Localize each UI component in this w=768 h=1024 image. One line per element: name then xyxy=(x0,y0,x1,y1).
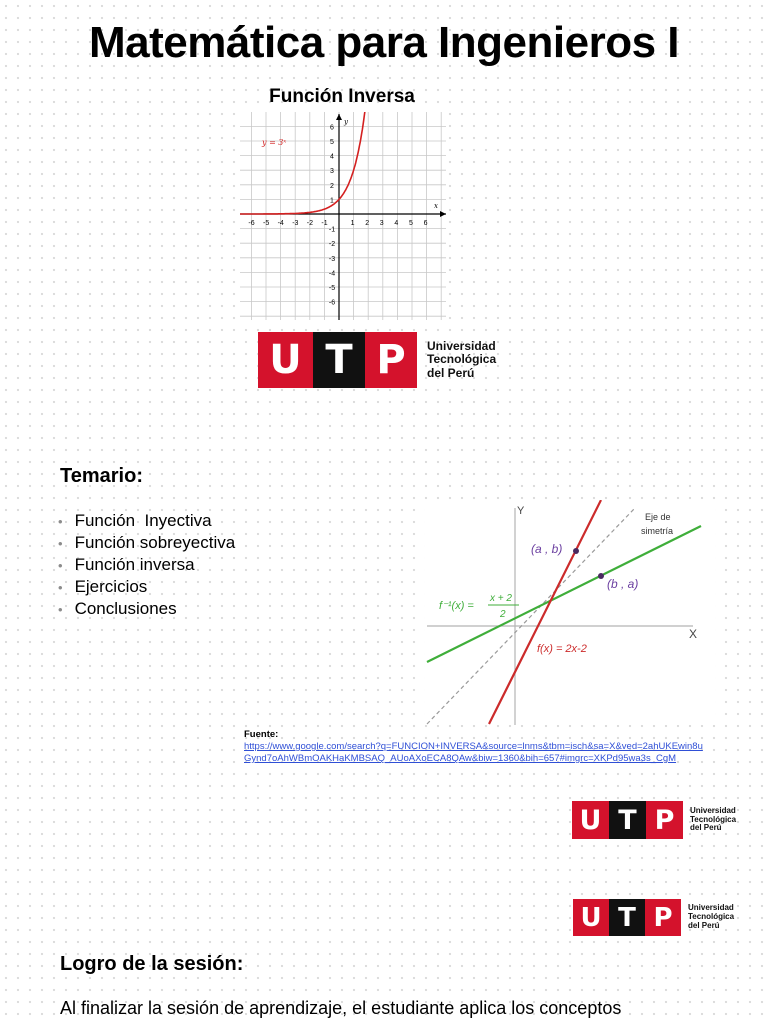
symmetry-label-line2: simetría xyxy=(641,526,673,536)
list-item: •Función sobreyectiva xyxy=(58,533,236,552)
inverse-function-diagram: Y X (a , b) (b , a) Eje de simetría f⁻¹(… xyxy=(425,500,715,725)
x-tick-label: -3 xyxy=(292,220,298,227)
list-item: •Función inversa xyxy=(58,555,195,574)
topic-list: •Función Inyectiva •Función sobreyectiva… xyxy=(58,510,235,620)
list-item: •Función Inyectiva xyxy=(58,511,212,530)
list-item: •Conclusiones xyxy=(58,599,177,618)
y-tick-label: -3 xyxy=(329,256,335,263)
x-tick-label: 3 xyxy=(380,220,384,227)
x-tick-label: 6 xyxy=(424,220,428,227)
y-tick-label: -4 xyxy=(329,270,335,277)
point-ba-marker xyxy=(598,573,604,579)
logo-letter-t: T xyxy=(609,899,645,936)
source-citation: Fuente: https://www.google.com/search?q=… xyxy=(244,729,724,765)
equation-label: y = 3ˣ xyxy=(261,138,286,147)
list-item: •Ejercicios xyxy=(58,577,148,596)
y-tick-label: 1 xyxy=(330,197,334,204)
source-link[interactable]: https://www.google.com/search?q=FUNCION+… xyxy=(244,741,703,752)
y-tick-label: -5 xyxy=(329,285,335,292)
point-ab-marker xyxy=(573,548,579,554)
y-tick-label: 2 xyxy=(330,183,334,190)
y-tick-label: -1 xyxy=(329,227,335,234)
logo-letter-u: U xyxy=(573,899,609,936)
y-tick-label: 5 xyxy=(330,139,334,146)
logo-letter-u: U xyxy=(572,801,609,839)
y-axis-label: Y xyxy=(517,505,525,517)
x-axis-label: X xyxy=(689,627,697,641)
symmetry-axis-line xyxy=(426,507,636,725)
x-axis-label: x xyxy=(434,202,438,210)
y-tick-label: -2 xyxy=(329,241,335,248)
x-tick-label: -4 xyxy=(278,220,284,227)
x-tick-label: 2 xyxy=(365,220,369,227)
source-label: Fuente: xyxy=(244,729,279,740)
symmetry-label: Eje de xyxy=(645,512,671,522)
y-tick-label: 4 xyxy=(330,154,334,161)
inverse-numerator: x + 2 xyxy=(489,593,512,604)
logo-letter-p: P xyxy=(646,801,683,839)
y-tick-label: -6 xyxy=(329,300,335,307)
logo-letter-p: P xyxy=(365,332,417,388)
x-tick-label: 5 xyxy=(409,220,413,227)
y-tick-label: 3 xyxy=(330,168,334,175)
point-ba-label: (b , a) xyxy=(607,577,638,591)
logo-letter-p: P xyxy=(645,899,681,936)
temario-heading: Temario: xyxy=(60,465,143,487)
logro-heading: Logro de la sesión: xyxy=(60,953,244,975)
y-axis-label: y xyxy=(343,118,349,126)
logro-text: Al finalizar la sesión de aprendizaje, e… xyxy=(60,998,622,1018)
inverse-function-label: f⁻¹(x) = xyxy=(439,600,474,612)
logo-letter-u: U xyxy=(258,332,313,388)
x-tick-label: -6 xyxy=(248,220,254,227)
x-tick-labels: -6 -5 -4 -3 -2 -1 1 2 3 4 5 6 xyxy=(248,220,427,227)
function-label: f(x) = 2x-2 xyxy=(537,643,587,655)
graph-title: Función Inversa xyxy=(269,86,415,107)
source-link-continued[interactable]: Gynd7oAhWBmOAKHaKMBSAQ_AUoAXoECA8QAw&biw… xyxy=(244,753,677,764)
x-tick-label: 4 xyxy=(394,220,398,227)
inverse-denominator: 2 xyxy=(499,609,506,620)
function-line xyxy=(488,500,602,725)
x-tick-label: -5 xyxy=(263,220,269,227)
x-tick-label: 1 xyxy=(351,220,355,227)
exponential-curve xyxy=(240,112,366,215)
y-tick-label: 6 xyxy=(330,124,334,131)
logo-letter-t: T xyxy=(609,801,646,839)
inverse-function-line xyxy=(426,525,702,663)
logo-letter-t: T xyxy=(313,332,365,388)
y-tick-labels: 6 5 4 3 2 1 -1 -2 -3 -4 -5 -6 xyxy=(329,124,335,306)
x-tick-label: -1 xyxy=(321,220,327,227)
x-tick-label: -2 xyxy=(307,220,313,227)
page-title: Matemática para Ingenieros I xyxy=(89,18,680,67)
point-ab-label: (a , b) xyxy=(531,542,562,556)
